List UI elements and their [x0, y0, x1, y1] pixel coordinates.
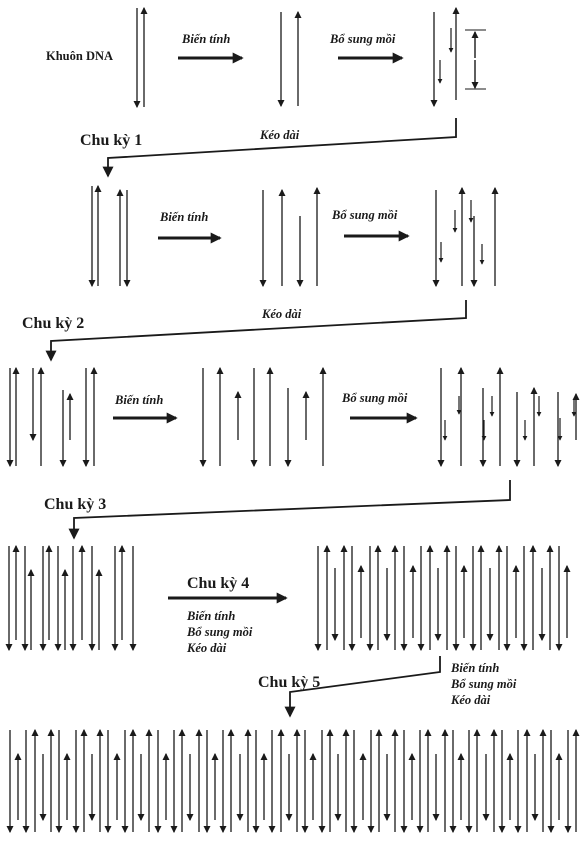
cycle-5-steps: Biến tính Bổ sung mồi Kéo dài [451, 660, 516, 708]
anneal-label-row1: Bổ sung mồi [330, 32, 396, 46]
cycle-5-anneal: Bổ sung mồi [451, 677, 517, 691]
cycle-5-denature: Biến tính [451, 661, 500, 675]
connector-cycle-2 [45, 300, 467, 362]
template-label: Khuôn DNA [46, 49, 114, 63]
extend-label-row1: Kéo dài [260, 128, 300, 142]
cycle-4-extend: Kéo dài [187, 641, 227, 655]
denature-label-row1: Biến tính [182, 32, 231, 46]
connector-cycle-5 [284, 656, 441, 718]
denature-label-row3: Biến tính [115, 393, 164, 407]
denature-label-row2: Biến tính [160, 210, 209, 224]
cycle-2-label: Chu kỳ 2 [22, 315, 85, 332]
cycle-4-anneal: Bổ sung mồi [187, 625, 253, 639]
extend-label-row2: Kéo dài [262, 307, 302, 321]
cycle-4-label: Chu kỳ 4 [187, 575, 250, 592]
cycle-1-label: Chu kỳ 1 [80, 132, 143, 149]
anneal-label-row2: Bổ sung mồi [332, 208, 398, 222]
dna-strands [5, 6, 580, 834]
cycle-5-label: Chu kỳ 5 [258, 674, 321, 691]
cycle-4-denature: Biến tính [187, 609, 236, 623]
cycle-3-label: Chu kỳ 3 [44, 496, 107, 513]
connector-cycle-1 [102, 118, 457, 178]
cycle-5-extend: Kéo dài [451, 693, 491, 707]
cycle-4-steps: Biến tính Bổ sung mồi Kéo dài [187, 608, 252, 656]
anneal-label-row3: Bổ sung mồi [342, 391, 408, 405]
connector-cycle-3 [68, 480, 511, 540]
flow-arrows [45, 52, 511, 718]
